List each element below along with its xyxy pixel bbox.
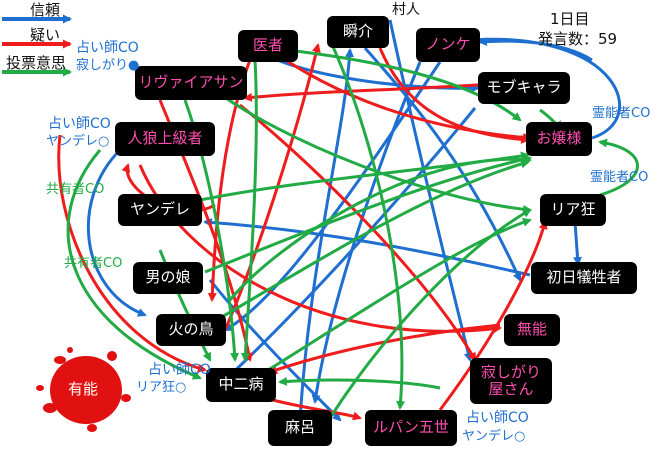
node-shunsuke[interactable]: 瞬介	[327, 16, 389, 48]
edge-vote	[278, 376, 441, 390]
node-jinro[interactable]: 人狼上級者	[115, 122, 215, 156]
edge-vote	[204, 155, 532, 274]
node-rivaia[interactable]: リヴァイアサン	[135, 66, 247, 100]
edge-doubt	[158, 99, 254, 362]
edge-vote	[214, 88, 532, 214]
note-uranai3: 占い師CO	[148, 362, 211, 378]
edge-vote	[219, 159, 530, 320]
edge-vote	[240, 59, 258, 362]
note-uranai4: 占い師CO	[466, 410, 529, 426]
legend-vote-label: 投票意思	[6, 54, 67, 72]
post-count-label: 発言数：59	[538, 30, 618, 48]
node-mobu[interactable]: モブキャラ	[478, 72, 570, 104]
note-kyouyuu1: 共有者CO	[46, 182, 105, 197]
node-riajuu[interactable]: リア狂	[540, 194, 606, 226]
note-yandere-maru: ヤンデレ○	[46, 134, 110, 149]
edge-doubt	[239, 103, 477, 362]
edge-vote	[328, 208, 532, 419]
edge-vote	[328, 39, 406, 410]
edge-trust	[298, 48, 355, 421]
node-otokonoko[interactable]: 男の娘	[133, 262, 203, 294]
edge-trust	[267, 54, 480, 93]
node-lupin[interactable]: ルパン五世	[365, 410, 457, 446]
note-sabishi-maru: 寂しがり●	[76, 58, 140, 73]
node-hinotori[interactable]: 火の鳥	[156, 314, 226, 346]
note-kyouyuu2: 共有者CO	[64, 256, 123, 271]
edge-vote	[269, 46, 522, 122]
legend-trust-label: 信頼	[30, 1, 61, 19]
edge-trust	[573, 221, 582, 266]
node-sabishi[interactable]: 寂しがり 屋さん	[470, 358, 552, 404]
edge-doubt	[378, 47, 530, 144]
node-maro[interactable]: 麻呂	[268, 410, 332, 446]
edge-vote	[66, 149, 202, 380]
edge-trust	[223, 107, 477, 382]
node-shonichi[interactable]: 初日犠牲者	[531, 262, 637, 294]
legend-doubt-label: 疑い	[30, 26, 61, 44]
node-nonke[interactable]: ノンケ	[416, 28, 480, 62]
edge-trust	[478, 37, 593, 62]
edge-vote	[598, 138, 639, 197]
note-riajuu-maru: リア狂○	[136, 380, 187, 395]
note-uranai2: 占い師CO	[48, 116, 111, 132]
edge-doubt	[268, 323, 501, 375]
node-chuuni[interactable]: 中二病	[206, 368, 276, 402]
node-ojou[interactable]: お嬢様	[526, 122, 592, 156]
edge-trust	[203, 217, 531, 277]
edges	[57, 19, 639, 422]
node-munou[interactable]: 無能	[504, 314, 560, 346]
edge-vote	[228, 154, 532, 301]
edge-trust	[388, 19, 473, 362]
edge-trust	[86, 148, 147, 317]
note-reinou2: 霊能者CO	[590, 170, 649, 185]
edge-doubt	[57, 134, 207, 373]
edge-trust	[311, 61, 422, 404]
edge-trust	[208, 279, 342, 422]
note-yuunou: 有能	[68, 380, 99, 398]
edge-doubt	[438, 220, 548, 411]
day-label: 1日目	[550, 10, 590, 28]
note-murabito: 村人	[392, 2, 420, 18]
note-uranai1: 占い師CO	[76, 40, 139, 56]
note-yandere-maru2: ヤンデレ○	[462, 429, 526, 444]
blood-splat-icon	[36, 347, 131, 432]
edge-vote	[264, 217, 532, 374]
legend-arrows	[2, 14, 72, 77]
node-isha[interactable]: 医者	[238, 30, 298, 62]
node-yandere[interactable]: ヤンデレ	[118, 194, 202, 226]
note-reinou1: 霊能者CO	[592, 106, 651, 121]
